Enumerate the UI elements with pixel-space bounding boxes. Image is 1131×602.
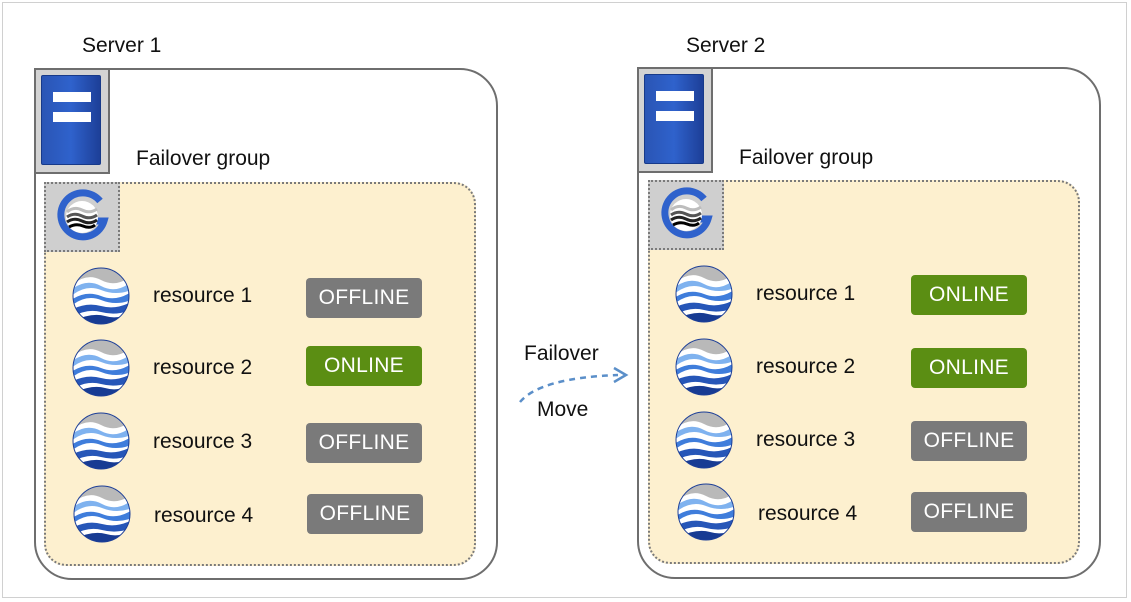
resource-label: resource 3 [756, 428, 856, 451]
resource-icon [71, 411, 131, 471]
resource-icon [71, 266, 131, 326]
server-2-resource-row-1: resource 1 ONLINE [674, 264, 1034, 324]
server-tower-icon [34, 68, 110, 174]
status-badge: OFFLINE [307, 494, 423, 534]
resource-label: resource 2 [756, 355, 856, 378]
failover-group-icon [648, 180, 724, 250]
status-badge: OFFLINE [306, 423, 422, 463]
status-badge: OFFLINE [306, 278, 422, 318]
resource-icon [676, 482, 736, 542]
server-2-resource-row-2: resource 2 ONLINE [674, 337, 1034, 397]
status-badge: ONLINE [911, 348, 1027, 388]
server-1-resource-row-3: resource 3 OFFLINE [71, 411, 431, 471]
server-2-title: Server 2 [686, 34, 766, 57]
server-1-resource-row-2: resource 2 ONLINE [71, 338, 431, 398]
resource-icon [72, 484, 132, 544]
server-1-resource-row-4: resource 4 OFFLINE [72, 484, 432, 544]
resource-label: resource 1 [756, 282, 856, 305]
resource-icon [71, 338, 131, 398]
failover-arrow [519, 366, 629, 403]
resource-icon [674, 264, 734, 324]
resource-label: resource 2 [153, 356, 253, 379]
resource-icon [674, 337, 734, 397]
status-badge: OFFLINE [911, 492, 1027, 532]
server-2-resource-row-3: resource 3 OFFLINE [674, 410, 1034, 470]
status-badge: ONLINE [911, 275, 1027, 315]
move-label: Move [537, 398, 589, 421]
server-tower-icon [637, 67, 713, 173]
resource-label: resource 4 [154, 504, 254, 527]
resource-icon [674, 410, 734, 470]
server-1-title: Server 1 [82, 34, 162, 57]
status-badge: OFFLINE [911, 421, 1027, 461]
server-1-resource-row-1: resource 1 OFFLINE [71, 266, 431, 326]
server-1-group-label: Failover group [136, 147, 271, 170]
resource-label: resource 1 [153, 284, 253, 307]
server-2-group-label: Failover group [739, 146, 874, 169]
status-badge: ONLINE [306, 346, 422, 386]
server-2-resource-row-4: resource 4 OFFLINE [676, 482, 1036, 542]
resource-label: resource 3 [153, 430, 253, 453]
resource-label: resource 4 [758, 502, 858, 525]
failover-label: Failover [524, 342, 599, 365]
failover-group-icon [44, 182, 120, 252]
